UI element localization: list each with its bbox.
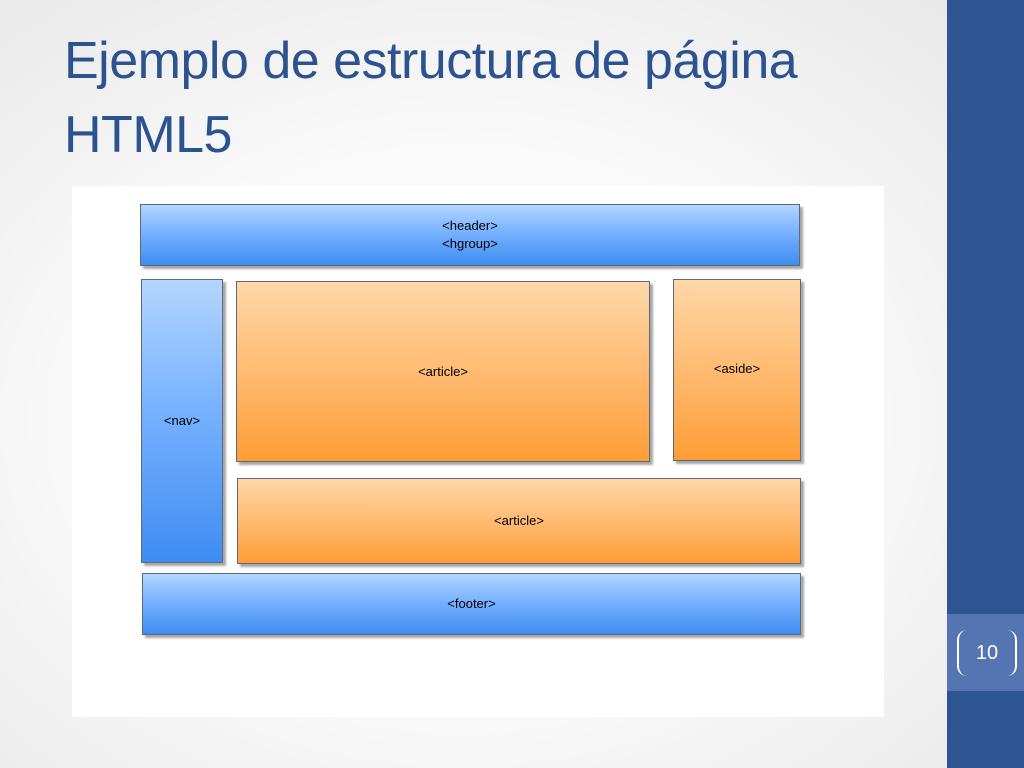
nav-label: <nav>: [163, 413, 201, 428]
article-box-secondary: <article>: [237, 478, 801, 564]
page-bracket-icon: [957, 630, 1017, 676]
page-number: 10: [975, 642, 999, 664]
slide-title: Ejemplo de estructura de página HTML5: [64, 24, 924, 172]
article-box-main: <article>: [236, 281, 650, 462]
title-line-2: HTML5: [64, 106, 232, 164]
footer-label: <footer>: [447, 596, 496, 611]
aside-label: <aside>: [713, 361, 761, 376]
aside-box: <aside>: [673, 279, 801, 461]
article-main-label: <article>: [418, 363, 468, 379]
article-secondary-label: <article>: [494, 513, 544, 528]
diagram-canvas: <header> <hgroup> <nav> <article> <aside…: [72, 186, 884, 717]
footer-box: <footer>: [142, 573, 801, 635]
page-badge: [947, 614, 1024, 691]
header-box: <header> <hgroup>: [140, 204, 800, 266]
header-label: <header>: [442, 218, 498, 233]
hgroup-label: <hgroup>: [442, 236, 498, 251]
nav-box: <nav>: [141, 279, 223, 563]
title-line-1: Ejemplo de estructura de página: [64, 32, 798, 90]
